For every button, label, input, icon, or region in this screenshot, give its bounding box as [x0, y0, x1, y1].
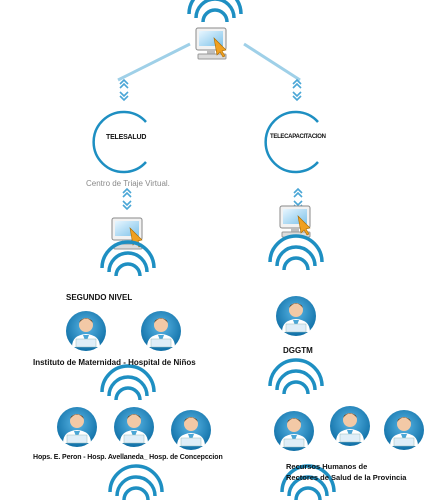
- doctor-icon: [113, 406, 155, 448]
- doctor-icon: [275, 295, 317, 337]
- doctor-icon: [170, 409, 212, 451]
- signal-waves-icon: [100, 364, 156, 402]
- triaje-sublabel: Centro de Triaje Virtual.: [86, 179, 170, 188]
- doctor-icon: [56, 406, 98, 448]
- signal-waves-icon: [187, 0, 243, 24]
- double-chevron-icon: [119, 79, 129, 101]
- computer-icon: [279, 205, 311, 238]
- doctor-icon: [140, 310, 182, 352]
- doctor-icon: [329, 405, 371, 447]
- doctor-icon: [383, 409, 425, 451]
- telesalud-node-arc: [92, 110, 147, 174]
- doctor-icon: [65, 310, 107, 352]
- double-chevron-icon: [292, 79, 302, 101]
- signal-waves-icon: [108, 464, 164, 500]
- connector-right: [243, 42, 301, 82]
- hospitals-row1-label: Instituto de Maternidad - Hospital de Ni…: [33, 358, 196, 367]
- connector-left: [117, 42, 191, 82]
- signal-waves-icon: [280, 464, 336, 500]
- hr-label-line2: Rectores de Salud de la Provincia: [286, 473, 407, 482]
- signal-waves-icon: [268, 234, 324, 272]
- dggtm-label: DGGTM: [283, 346, 313, 355]
- hr-label-line1: Recursos Humanos de: [286, 462, 368, 471]
- segundo-nivel-label: SEGUNDO NIVEL: [66, 293, 133, 302]
- telecapacitacion-node-arc: [264, 110, 319, 174]
- telesalud-label: TELESALUD: [106, 134, 147, 141]
- doctor-icon: [273, 410, 315, 452]
- telecapacitacion-label: TELECAPACITACION: [270, 134, 326, 140]
- double-chevron-icon: [122, 188, 132, 210]
- hospitals-row2-label: Hops. E. Peron - Hosp. Avellaneda_ Hosp.…: [33, 454, 223, 461]
- computer-icon: [195, 27, 227, 60]
- signal-waves-icon: [268, 358, 324, 396]
